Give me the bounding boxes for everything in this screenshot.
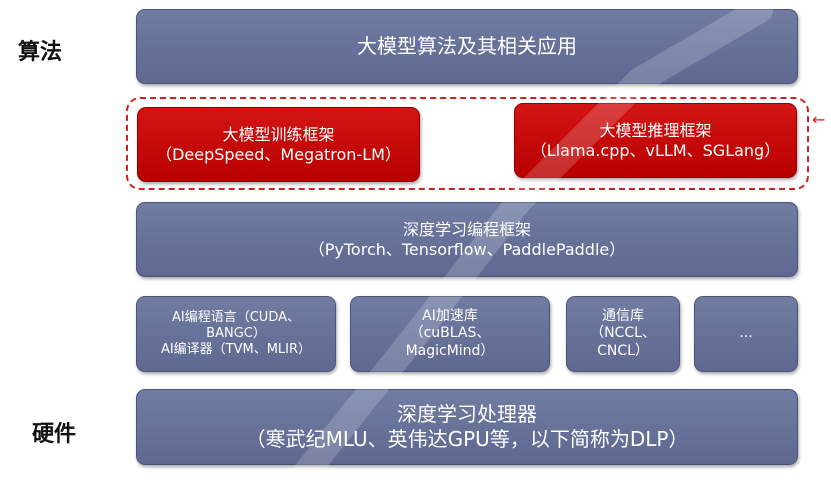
library-line: CNCL）: [597, 342, 649, 359]
algorithm-application-text: 大模型算法及其相关应用: [357, 34, 577, 58]
dl-framework-title: 深度学习编程框架: [402, 219, 531, 239]
library-line: ...: [739, 325, 753, 342]
library-box-acceleration: AI加速库 （cuBLAS、 MagicMind）: [350, 296, 550, 372]
dl-framework-detail: （PyTorch、Tensorflow、PaddlePaddle）: [308, 239, 626, 259]
library-box-ai-language: AI编程语言（CUDA、 BANGC） AI编译器（TVM、MLIR）: [136, 296, 336, 372]
library-line: AI加速库: [422, 307, 478, 324]
hardware-processor-detail: （寒武纪MLU、英伟达GPU等，以下简称为DLP）: [245, 427, 689, 451]
training-framework-box: 大模型训练框架 （DeepSpeed、Megatron-LM）: [137, 107, 420, 182]
algorithm-application-layer: 大模型算法及其相关应用: [136, 9, 798, 84]
inference-framework-detail: （Llama.cpp、vLLM、SGLang）: [530, 140, 781, 160]
dl-framework-layer: 深度学习编程框架 （PyTorch、Tensorflow、PaddlePaddl…: [136, 202, 798, 277]
library-line: AI编译器（TVM、MLIR）: [160, 342, 312, 358]
algorithm-label: 算法: [18, 40, 63, 65]
library-box-more: ...: [694, 296, 798, 372]
training-framework-detail: （DeepSpeed、Megatron-LM）: [156, 144, 401, 164]
library-line: 通信库: [602, 307, 644, 324]
library-line: （cuBLAS、: [409, 325, 491, 342]
library-line: （NCCL、: [590, 325, 656, 342]
library-line: AI编程语言（CUDA、: [172, 309, 300, 325]
hardware-label: 硬件: [32, 422, 77, 447]
hardware-processor-title: 深度学习处理器: [397, 402, 537, 426]
inference-framework-box: 大模型推理框架 （Llama.cpp、vLLM、SGLang）: [514, 103, 797, 178]
library-box-communication: 通信库 （NCCL、 CNCL）: [566, 296, 680, 372]
left-arrow-icon: ←: [812, 110, 826, 129]
library-line: BANGC）: [206, 325, 266, 341]
library-line: MagicMind）: [405, 342, 495, 359]
training-framework-title: 大模型训练框架: [222, 124, 335, 144]
inference-framework-title: 大模型推理框架: [599, 120, 712, 140]
hardware-processor-layer: 深度学习处理器 （寒武纪MLU、英伟达GPU等，以下简称为DLP）: [136, 389, 798, 465]
llm-framework-highlight: [126, 97, 809, 190]
